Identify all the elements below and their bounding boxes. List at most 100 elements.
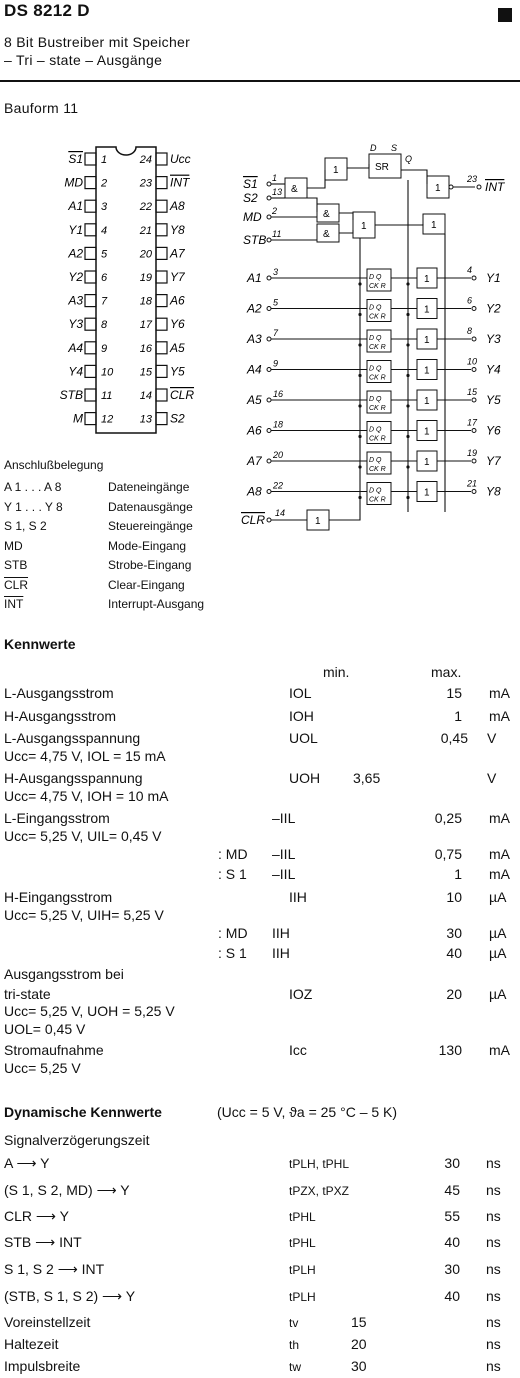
wire xyxy=(307,170,326,189)
wire xyxy=(339,212,354,220)
input-pin-number: 20 xyxy=(272,450,283,460)
sr-label: SR xyxy=(375,162,389,173)
pin-number-right: 24 xyxy=(139,154,152,166)
kennwert-label: Stromaufnahme xyxy=(4,1042,104,1058)
dynamic-label: Voreinstellzeit xyxy=(4,1314,91,1330)
pin-number-left: 7 xyxy=(101,296,108,308)
junction-dot xyxy=(406,373,410,378)
junction-dot xyxy=(406,465,410,469)
output-pin-number: 19 xyxy=(467,448,477,458)
input-pin-number: 3 xyxy=(273,267,278,277)
input-pin-number: 9 xyxy=(273,359,278,369)
output-terminal xyxy=(471,367,477,372)
pin-number-left: 8 xyxy=(101,319,108,331)
pin-box xyxy=(84,270,97,284)
kennwert-label: H-Ausgangsstrom xyxy=(4,708,117,724)
gate-label: 1 xyxy=(424,396,430,407)
kennwert-symbol: IOH xyxy=(289,708,314,724)
kennwert-symbol: –IIL xyxy=(272,866,296,882)
latch-label-bottom: CK R xyxy=(369,497,386,504)
input-terminal xyxy=(266,237,272,243)
pin-number-left: 12 xyxy=(101,414,113,426)
diagram-input-label: STB xyxy=(243,233,266,247)
diagram-input-label: S2 xyxy=(243,191,258,205)
pin-number-right: 22 xyxy=(139,201,152,213)
pin-box xyxy=(84,176,97,190)
input-terminal xyxy=(266,428,272,433)
d-latch xyxy=(366,299,392,322)
wire xyxy=(339,230,354,234)
input-terminal xyxy=(266,458,272,464)
kennwert-label: L-Ausgangsstrom xyxy=(4,685,114,701)
dynamic-max: 30 xyxy=(444,1261,460,1277)
gate-label: 1 xyxy=(424,274,430,285)
pin-box xyxy=(155,270,168,284)
kennwert-unit: mA xyxy=(489,1042,510,1058)
gate-label: 1 xyxy=(424,305,430,316)
pin-box xyxy=(155,412,168,426)
latch-label-top: D Q xyxy=(369,305,382,312)
legend-key: Y 1 . . . Y 8 xyxy=(4,499,63,514)
diagram-output-label: INT xyxy=(485,180,506,194)
latch-label-top: D Q xyxy=(369,427,382,434)
legend-key: INT xyxy=(4,597,24,611)
kennwert-symbol: IIH xyxy=(272,925,290,941)
gate-label: 1 xyxy=(424,457,430,468)
pin-name-left: A1 xyxy=(67,199,83,213)
kennwert-unit: µA xyxy=(489,925,507,941)
dynamic-unit: ns xyxy=(486,1208,501,1224)
diagram-input-label: MD xyxy=(243,210,262,224)
kennwert-min: 3,65 xyxy=(353,770,381,786)
pin-box xyxy=(155,341,168,355)
kennwert-unit: mA xyxy=(489,810,510,826)
kennwert-label: : S 1 xyxy=(218,866,247,882)
gate-label: 1 xyxy=(315,516,321,527)
input-terminal xyxy=(266,336,272,342)
dynamic-unit: ns xyxy=(486,1336,501,1352)
pin-box xyxy=(155,246,168,261)
junction-dot xyxy=(358,495,362,500)
kennwert-max: 0,75 xyxy=(434,846,462,862)
d-latch xyxy=(366,329,392,353)
junction-dot xyxy=(358,404,362,408)
dynamic-symbol: tPZX, tPXZ xyxy=(289,1184,350,1198)
pin-number-right: 18 xyxy=(140,296,153,308)
pin-name-left: MD xyxy=(64,176,83,190)
legend-key: S 1, S 2 xyxy=(4,519,47,533)
kennwert-label: Ausgangsstrom bei xyxy=(4,966,124,982)
or-gate xyxy=(324,157,348,181)
latch-label-bottom: CK R xyxy=(369,466,386,473)
pin-box xyxy=(84,294,97,308)
dynamic-max: 40 xyxy=(444,1288,460,1304)
dynamic-symbol: tv xyxy=(289,1316,299,1330)
dynamic-unit: ns xyxy=(486,1261,501,1277)
dynamic-label: (STB, S 1, S 2) ⟶ Y xyxy=(4,1288,136,1304)
output-pin-number: 4 xyxy=(467,265,472,275)
input-pin-number: 22 xyxy=(272,481,283,491)
input-terminal xyxy=(266,195,272,201)
pin-box xyxy=(155,152,168,166)
pin-number-right: 15 xyxy=(140,366,153,378)
d-latch xyxy=(366,390,392,414)
kennwert-unit: V xyxy=(487,730,497,746)
dynamic-max: 55 xyxy=(444,1208,460,1224)
output-terminal xyxy=(471,306,477,311)
pin-box xyxy=(84,317,97,331)
d-latch xyxy=(366,268,392,292)
kennwert-label: Ucc= 4,75 V, IOL = 15 mA xyxy=(4,748,166,764)
kennwert-label: L-Ausgangsspannung xyxy=(4,730,141,746)
wire xyxy=(285,197,318,212)
legend-value: Datenausgänge xyxy=(108,499,193,514)
kennwert-max: 0,25 xyxy=(434,810,462,826)
legend-key: A 1 . . . A 8 xyxy=(4,480,62,494)
pin-number-right: 17 xyxy=(140,319,153,331)
dynamic-unit: ns xyxy=(486,1314,501,1330)
kennwert-max: 30 xyxy=(446,925,462,941)
pin-name-left: A3 xyxy=(67,294,83,308)
dynamic-symbol: tw xyxy=(289,1360,301,1374)
pin-name-right: A5 xyxy=(169,341,185,355)
pin-name-right: Y5 xyxy=(170,364,185,378)
